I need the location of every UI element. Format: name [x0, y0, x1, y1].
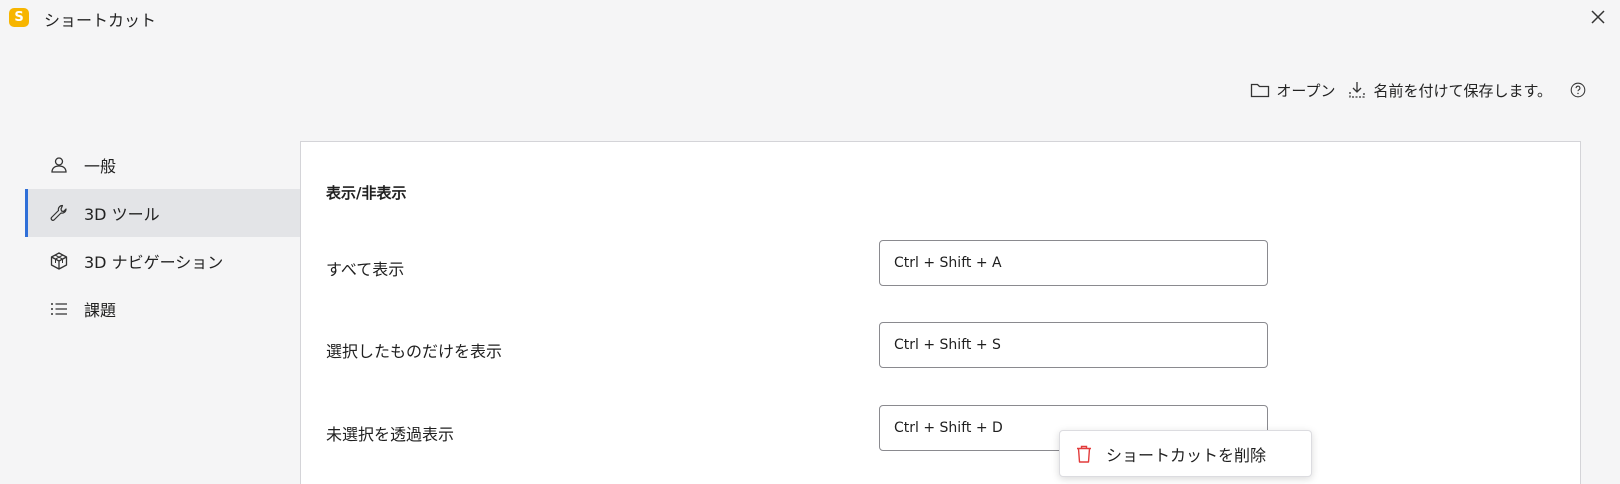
- close-icon: [1591, 10, 1605, 24]
- delete-shortcut-menu-item[interactable]: ショートカットを削除: [1059, 430, 1312, 477]
- shortcut-input[interactable]: Ctrl + Shift + S: [879, 322, 1268, 368]
- open-button[interactable]: オープン: [1250, 80, 1335, 101]
- wrench-icon: [48, 202, 70, 224]
- trash-icon: [1074, 443, 1094, 465]
- cube-icon: [48, 250, 70, 272]
- shortcut-row-label: すべて表示: [326, 260, 405, 279]
- sidebar-item-3d-navigation[interactable]: 3D ナビゲーション: [25, 237, 300, 285]
- title-bar: S ショートカット: [0, 0, 1620, 36]
- shortcut-input[interactable]: Ctrl + Shift + A: [879, 240, 1268, 286]
- sidebar-item-label: 一般: [84, 157, 117, 176]
- save-as-button[interactable]: 名前を付けて保存します。: [1347, 80, 1552, 101]
- help-button[interactable]: [1570, 79, 1592, 101]
- download-icon: [1349, 82, 1366, 98]
- close-button[interactable]: [1585, 4, 1611, 30]
- shortcut-row-label: 選択したものだけを表示: [326, 342, 503, 361]
- sidebar-item-label: 3D ナビゲーション: [84, 253, 224, 272]
- list-icon: [48, 298, 70, 320]
- person-icon: [48, 154, 70, 176]
- open-label: オープン: [1276, 81, 1336, 100]
- toolbar: オープン 名前を付けて保存します。: [1250, 78, 1592, 102]
- sidebar-item-label: 課題: [84, 301, 117, 320]
- save-as-label: 名前を付けて保存します。: [1373, 81, 1552, 100]
- shortcut-row-label: 未選択を透過表示: [326, 425, 455, 444]
- sidebar-item-label: 3D ツール: [84, 205, 160, 224]
- sidebar-item-issues[interactable]: 課題: [25, 285, 300, 333]
- help-icon: [1570, 82, 1586, 98]
- sidebar-item-3d-tools[interactable]: 3D ツール: [25, 189, 300, 237]
- section-title: 表示/非表示: [326, 184, 407, 202]
- window-title: ショートカット: [44, 11, 157, 30]
- shortcuts-panel: 表示/非表示 すべて表示 Ctrl + Shift + A 選択したものだけを表…: [300, 141, 1581, 484]
- sidebar-item-general[interactable]: 一般: [25, 141, 300, 189]
- sidebar: 一般 3D ツール 3D ナビゲーション 課題: [25, 141, 300, 333]
- delete-shortcut-label: ショートカットを削除: [1106, 445, 1267, 465]
- app-logo: S: [9, 8, 29, 27]
- folder-icon: [1251, 83, 1270, 98]
